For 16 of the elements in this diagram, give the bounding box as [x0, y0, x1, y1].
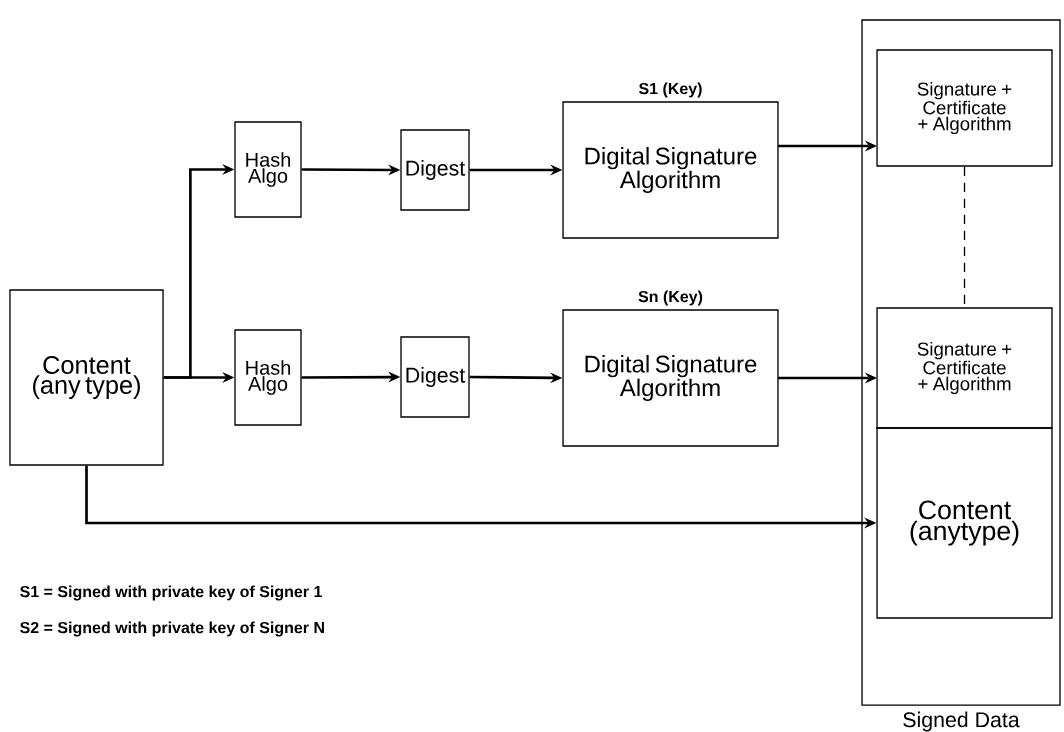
container-box: [861, 19, 1061, 706]
key-label: Sn (Key): [638, 290, 703, 306]
process-box: Hash Algo: [234, 329, 302, 426]
note-text: S2 = Signed with private key of Signer N: [20, 621, 324, 637]
process-box: Content (any type): [9, 289, 164, 466]
key-label: S1 (Key): [638, 82, 702, 98]
process-box: Digest: [400, 129, 470, 211]
process-box: Signature + Certificate + Algorithm: [876, 49, 1053, 167]
process-box: Digital Signature Algorithm: [562, 101, 779, 239]
note-text: S1 = Signed with private key of Signer 1: [20, 585, 322, 601]
container-title: Signed Data: [903, 711, 1020, 732]
process-box: Signature + Certificate + Algorithm: [876, 307, 1053, 429]
process-box: Digital Signature Algorithm: [562, 309, 779, 447]
process-box: Content (anytype): [876, 427, 1053, 619]
process-box: Digest: [400, 336, 470, 418]
process-box: Hash Algo: [234, 121, 302, 218]
